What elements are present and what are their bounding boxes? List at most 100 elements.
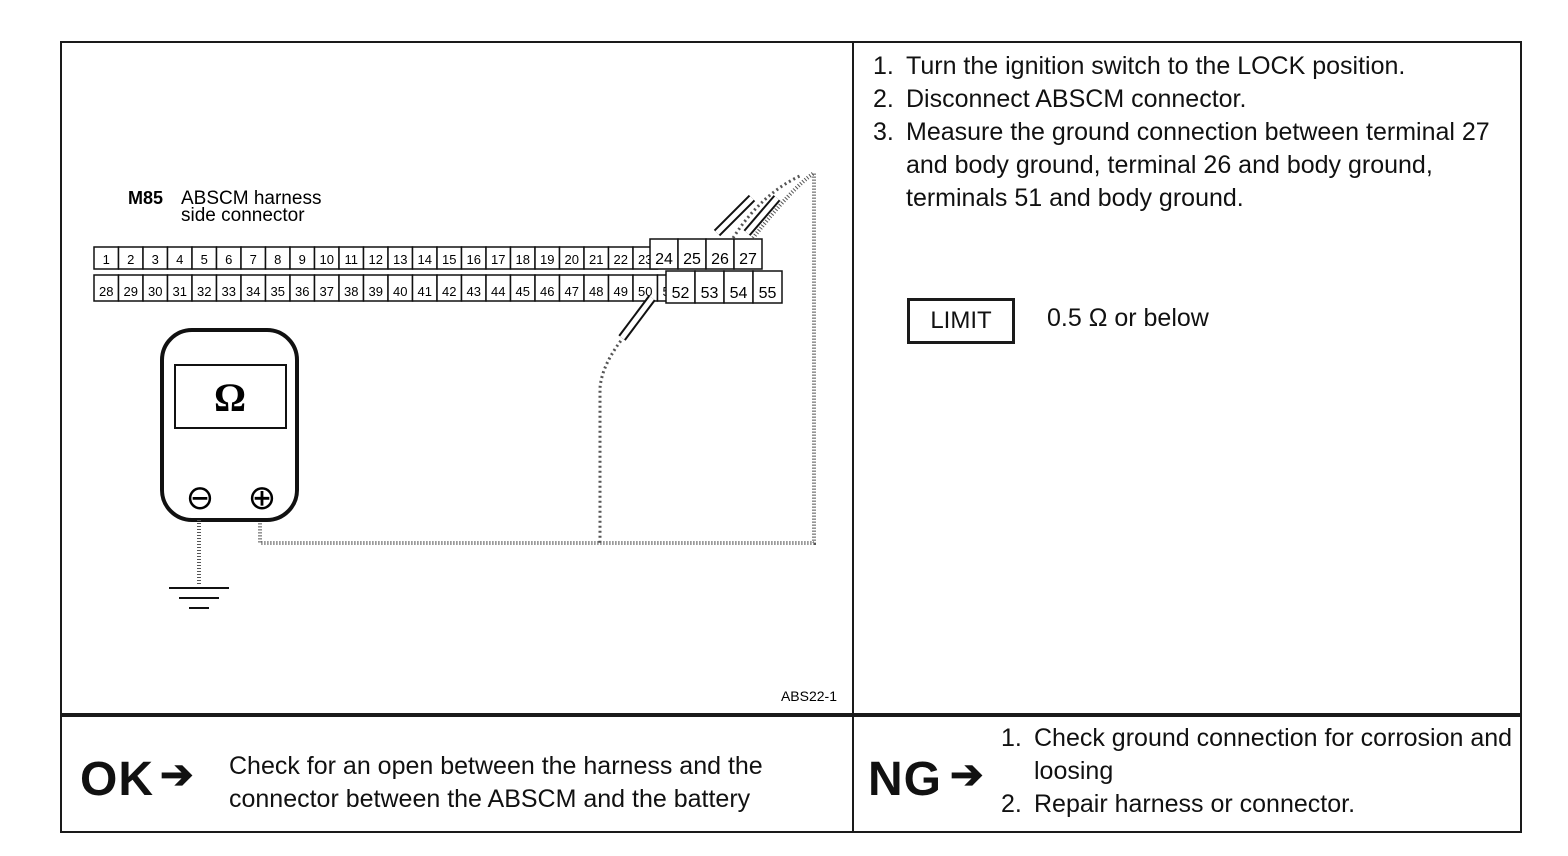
connector-title-line1: ABSCM harness	[181, 188, 321, 209]
terminal-label: 18	[516, 252, 530, 267]
terminal-label: 50	[638, 284, 652, 299]
step-1: 1. Turn the ignition switch to the LOCK p…	[873, 50, 1503, 83]
terminal-cell	[215, 274, 242, 302]
terminal-label: 2	[127, 252, 134, 267]
terminal-label: 46	[540, 284, 554, 299]
step-number: 1.	[873, 52, 894, 80]
plus-terminal-icon: ⊕	[248, 478, 277, 518]
probe-tip-51	[618, 295, 656, 341]
terminal-cell	[649, 238, 679, 270]
step-text: Turn the ignition switch to the LOCK pos…	[906, 52, 1406, 80]
ng-label: NG	[868, 753, 942, 806]
terminal-label: 38	[344, 284, 358, 299]
terminal-label: 3	[152, 252, 159, 267]
terminal-label: 40	[393, 284, 407, 299]
terminal-label: 54	[730, 285, 748, 302]
limit-badge: LIMIT	[907, 298, 1015, 344]
terminal-label: 13	[393, 252, 407, 267]
terminal-cell	[705, 238, 735, 270]
probe-tip-26	[713, 194, 756, 237]
terminal-label: 29	[124, 284, 138, 299]
ng-steps: 1.Check ground connection for corrosion …	[1001, 722, 1516, 821]
terminal-label: 16	[467, 252, 481, 267]
terminal-label: 26	[711, 251, 729, 268]
terminal-cell	[733, 238, 763, 270]
terminal-label: 10	[320, 252, 334, 267]
terminal-label: 33	[222, 284, 236, 299]
terminal-label: 35	[271, 284, 285, 299]
column-divider	[852, 41, 854, 833]
terminal-label: 43	[467, 284, 481, 299]
terminal-label: 14	[418, 252, 432, 267]
probe-lead-51	[598, 332, 629, 543]
terminal-label: 34	[246, 284, 260, 299]
terminal-cell	[694, 270, 725, 304]
ng-step-2: 2.Repair harness or connector.	[1001, 788, 1516, 821]
terminal-cell	[752, 270, 783, 304]
ohmmeter: Ω ⊖ ⊕	[160, 328, 299, 522]
terminal-cell	[264, 274, 291, 302]
terminal-label: 30	[148, 284, 162, 299]
terminal-label: 39	[369, 284, 383, 299]
terminal-label: 36	[295, 284, 309, 299]
step-number: 2.	[873, 85, 894, 113]
probe-lead-26	[731, 173, 803, 239]
step-number: 3.	[873, 118, 894, 146]
ng-arrow-icon: ➔	[950, 753, 984, 797]
terminal-label: 53	[701, 285, 719, 302]
terminal-cell	[723, 270, 754, 304]
minus-terminal-icon: ⊖	[186, 478, 215, 518]
procedure-table	[60, 41, 1522, 833]
terminal-label: 37	[320, 284, 334, 299]
step-text: Disconnect ABSCM connector.	[906, 85, 1247, 113]
terminal-cell	[166, 274, 193, 302]
terminal-cell	[240, 274, 267, 302]
terminal-label: 27	[739, 251, 757, 268]
ohm-display-symbol: Ω	[214, 375, 246, 420]
terminal-label: 32	[197, 284, 211, 299]
procedure-steps: 1. Turn the ignition switch to the LOCK p…	[873, 50, 1503, 215]
terminal-label: 48	[589, 284, 603, 299]
terminal-label: 15	[442, 252, 456, 267]
terminal-cell	[583, 274, 610, 302]
figure-code: ABS22-1	[781, 688, 837, 704]
terminal-label: 12	[369, 252, 383, 267]
terminal-cell	[436, 274, 463, 302]
step-2: 2. Disconnect ABSCM connector.	[873, 83, 1503, 116]
terminal-label: 4	[176, 252, 183, 267]
limit-value: 0.5 Ω or below	[1047, 304, 1209, 332]
ok-arrow-icon: ➔	[160, 753, 194, 797]
terminal-label: 41	[418, 284, 432, 299]
terminal-label: 19	[540, 252, 554, 267]
terminal-cell	[411, 274, 438, 302]
terminal-label: 1	[103, 252, 110, 267]
terminal-label: 25	[683, 251, 701, 268]
terminal-label: 28	[99, 284, 113, 299]
terminal-label: 21	[589, 252, 603, 267]
terminal-cell	[387, 274, 414, 302]
terminal-label: 11	[345, 252, 359, 267]
terminal-label: 52	[672, 285, 690, 302]
row-divider	[60, 713, 1522, 717]
terminal-label: 20	[565, 252, 579, 267]
terminal-label: 9	[299, 252, 306, 267]
terminal-label: 22	[614, 252, 628, 267]
ng-step-1: 1.Check ground connection for corrosion …	[1001, 722, 1516, 788]
connector-id: M85	[128, 188, 163, 208]
terminal-label: 23	[638, 252, 652, 267]
terminal-label: 8	[274, 252, 281, 267]
terminal-cell	[485, 274, 512, 302]
ok-text: Check for an open between the harness an…	[229, 752, 763, 813]
terminal-label: 6	[225, 252, 232, 267]
terminal-label: 55	[759, 285, 777, 302]
terminal-cell	[558, 274, 585, 302]
step-number: 2.	[1001, 790, 1022, 818]
probe-lead-27	[258, 169, 816, 545]
connector-title-line2: side connector	[181, 205, 305, 226]
step-text: Measure the ground connection between te…	[906, 118, 1490, 212]
terminal-label: 42	[442, 284, 456, 299]
terminal-label: 47	[565, 284, 579, 299]
terminal-label: 49	[614, 284, 628, 299]
